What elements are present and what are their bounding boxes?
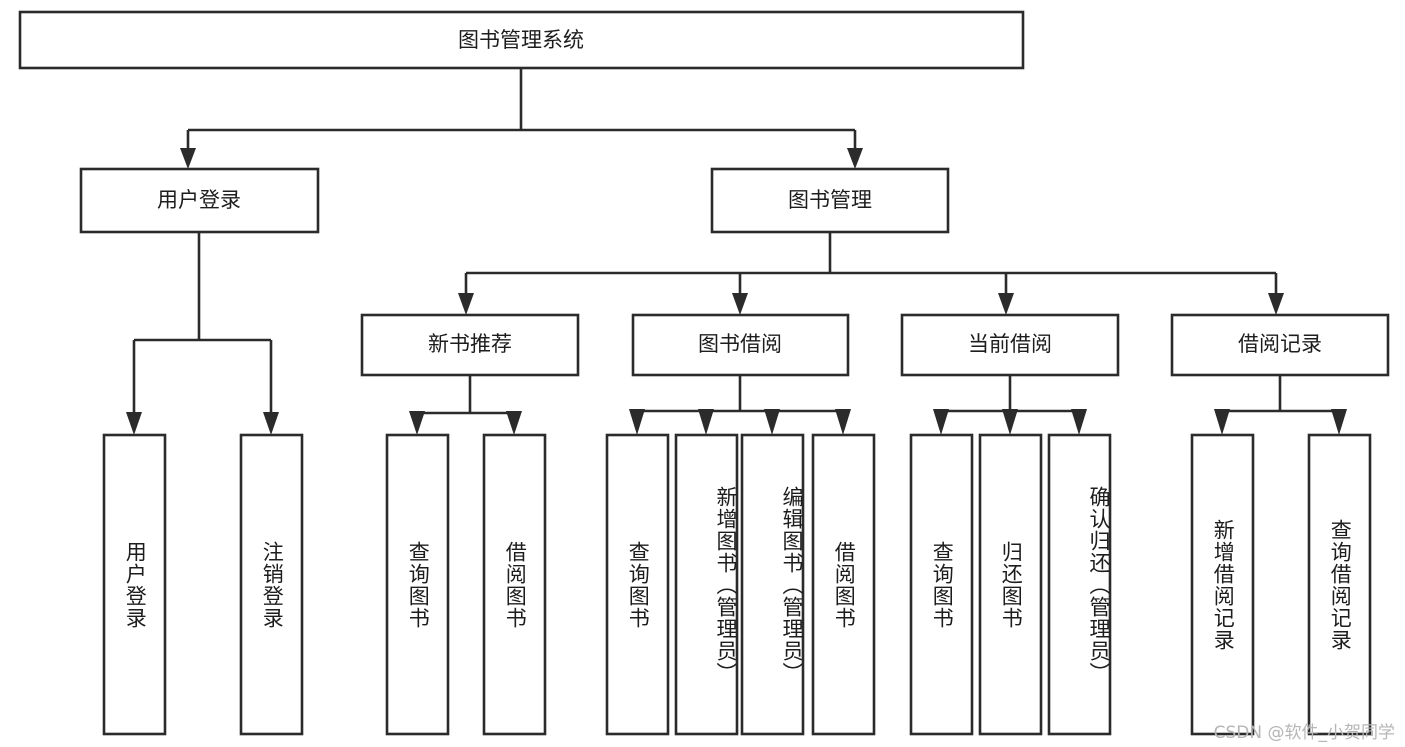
node-leaf-borrow-edit-label: 编辑图书（管理员）: [780, 485, 804, 684]
node-leaf-cur-confirm-label: 确认归还（管理员）: [1087, 485, 1111, 684]
node-borrow-record-label: 借阅记录: [1238, 332, 1322, 356]
node-leaf-cur-query-label: 查询图书: [930, 540, 955, 629]
node-leaf-rec-query2-label: 查询借阅记录: [1328, 518, 1353, 651]
node-leaf-rec-add[interactable]: [1190, 433, 1255, 736]
node-leaf-rec-query[interactable]: [385, 433, 450, 736]
node-borrow-record[interactable]: 借阅记录: [1170, 313, 1390, 377]
node-leaf-user-login-label: 用户登录: [123, 540, 148, 629]
node-leaf-rec-borrow[interactable]: [482, 433, 547, 736]
node-new-book-rec-label: 新书推荐: [428, 332, 512, 356]
node-leaf-borrow-query-label: 查询图书: [626, 540, 651, 629]
node-book-manage-label: 图书管理: [788, 188, 872, 212]
connector-currentborrow-to-leaves: [933, 375, 1087, 435]
arrow-head-icon: [126, 412, 142, 435]
node-leaf-rec-borrow-label: 借阅图书: [503, 540, 528, 629]
connector-bookmanage-to-level3: [458, 232, 1284, 315]
node-user-login-label: 用户登录: [157, 188, 241, 212]
node-root-label: 图书管理系统: [458, 28, 584, 52]
node-leaf-cur-return[interactable]: [978, 433, 1043, 736]
node-current-borrow[interactable]: 当前借阅: [900, 313, 1120, 377]
arrow-head-icon: [629, 409, 645, 435]
watermark-text: CSDN @软件_小贺同学: [1213, 723, 1395, 743]
node-book-manage[interactable]: 图书管理: [710, 167, 950, 234]
arrow-head-icon: [1331, 409, 1347, 435]
arrow-head-icon: [835, 409, 851, 435]
arrow-head-icon: [998, 293, 1014, 315]
arrow-head-icon: [180, 148, 196, 169]
connector-bookborrow-to-leaves: [629, 375, 851, 435]
node-leaf-logout-label: 注销登录: [260, 540, 285, 629]
arrow-head-icon: [1214, 409, 1230, 435]
node-leaf-rec-query2[interactable]: [1307, 433, 1372, 736]
node-leaf-borrow-edit[interactable]: [740, 433, 805, 736]
node-leaf-borrow-query[interactable]: [605, 433, 670, 736]
node-leaf-borrow-lend[interactable]: [811, 433, 876, 736]
node-leaf-cur-confirm[interactable]: [1047, 433, 1112, 736]
connector-borrowrecord-to-leaves: [1214, 375, 1347, 435]
node-leaf-cur-return-label: 归还图书: [999, 540, 1024, 629]
arrow-head-icon: [1002, 409, 1018, 435]
node-leaf-user-login[interactable]: [102, 433, 167, 736]
arrow-head-icon: [263, 412, 279, 435]
connector-newbookrec-to-leaves: [409, 375, 522, 435]
arrow-head-icon: [409, 411, 425, 435]
node-leaf-borrow-lend-label: 借阅图书: [832, 540, 857, 629]
node-user-login[interactable]: 用户登录: [79, 167, 320, 234]
node-leaf-borrow-add-label: 新增图书（管理员）: [714, 485, 738, 684]
node-leaf-rec-query-label: 查询图书: [406, 540, 431, 629]
node-new-book-rec[interactable]: 新书推荐: [360, 313, 580, 377]
arrow-head-icon: [933, 409, 949, 435]
arrow-head-icon: [506, 411, 522, 435]
arrow-head-icon: [732, 293, 748, 315]
arrow-head-icon: [1071, 409, 1087, 435]
node-current-borrow-label: 当前借阅: [968, 332, 1052, 356]
arrow-head-icon: [764, 409, 780, 435]
connector-userlogin-to-leaves: [126, 232, 279, 435]
node-root[interactable]: 图书管理系统: [18, 10, 1025, 70]
connector-root-to-level2: [180, 68, 863, 169]
node-leaf-borrow-add[interactable]: [674, 433, 739, 736]
arrow-head-icon: [847, 148, 863, 169]
arrow-head-icon: [458, 293, 474, 315]
node-leaf-rec-add-label: 新增借阅记录: [1211, 518, 1236, 651]
node-leaf-logout[interactable]: [239, 433, 304, 736]
node-leaf-cur-query[interactable]: [909, 433, 974, 736]
node-book-borrow-label: 图书借阅: [698, 332, 782, 356]
arrow-head-icon: [698, 409, 714, 435]
arrow-head-icon: [1268, 293, 1284, 315]
node-book-borrow[interactable]: 图书借阅: [631, 313, 850, 377]
